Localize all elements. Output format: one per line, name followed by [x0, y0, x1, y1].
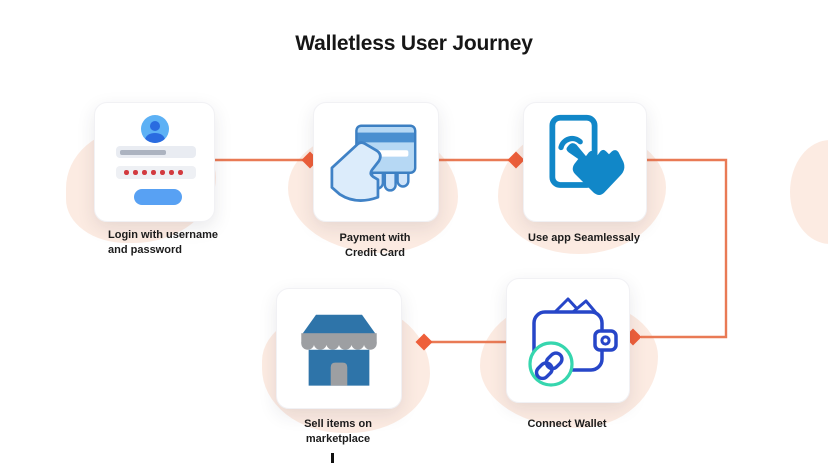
page-title: Walletless User Journey — [295, 32, 533, 55]
step-label-sell-items: Sell items on marketplace — [304, 418, 372, 445]
text-cursor-mark — [331, 453, 334, 463]
user-avatar-icon — [141, 115, 169, 143]
diamond-arrow-icon — [415, 333, 433, 351]
username-field-graphic — [116, 146, 196, 158]
connector-useapp-wallet — [641, 158, 728, 339]
login-button-graphic — [134, 189, 182, 205]
password-field-graphic — [116, 166, 196, 179]
step-label-connect-wallet: Connect Wallet — [527, 418, 607, 430]
phone-tap-icon — [549, 114, 625, 196]
step-card-login — [94, 102, 215, 222]
wallet-link-icon — [528, 297, 618, 387]
step-label-use-app: Use app Seamlessaly — [528, 232, 640, 244]
step-card-use-app — [523, 102, 647, 222]
step-card-sell-items — [276, 288, 402, 409]
marketplace-store-icon — [301, 314, 377, 386]
chain-link-icon — [534, 351, 564, 381]
step-label-login: Login with username and password — [108, 229, 219, 256]
step-label-payment: Payment with Credit Card — [339, 232, 411, 259]
step-card-connect-wallet — [506, 278, 630, 403]
step-card-payment — [313, 102, 439, 222]
diamond-arrow-icon — [507, 151, 525, 169]
credit-card-hand-icon — [330, 124, 417, 202]
